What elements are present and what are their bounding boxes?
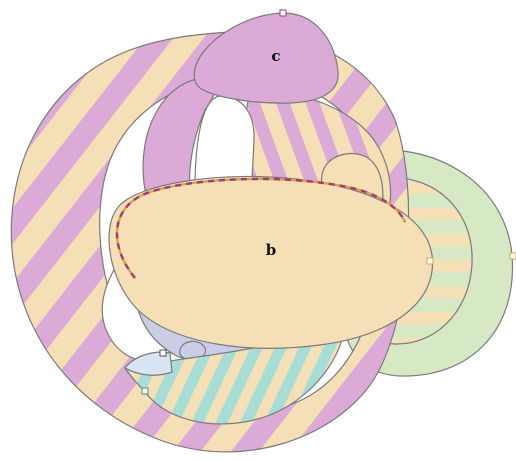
handle-right-b[interactable] — [427, 258, 433, 264]
handle-right-green[interactable] — [510, 253, 516, 259]
handle-lower-left[interactable] — [160, 350, 166, 356]
region-b[interactable] — [109, 177, 433, 349]
handle-bottom-left[interactable] — [142, 388, 148, 394]
label-b: b — [266, 241, 277, 259]
label-c: c — [271, 47, 280, 65]
region-c[interactable] — [194, 13, 338, 103]
handle-top[interactable] — [280, 10, 286, 16]
